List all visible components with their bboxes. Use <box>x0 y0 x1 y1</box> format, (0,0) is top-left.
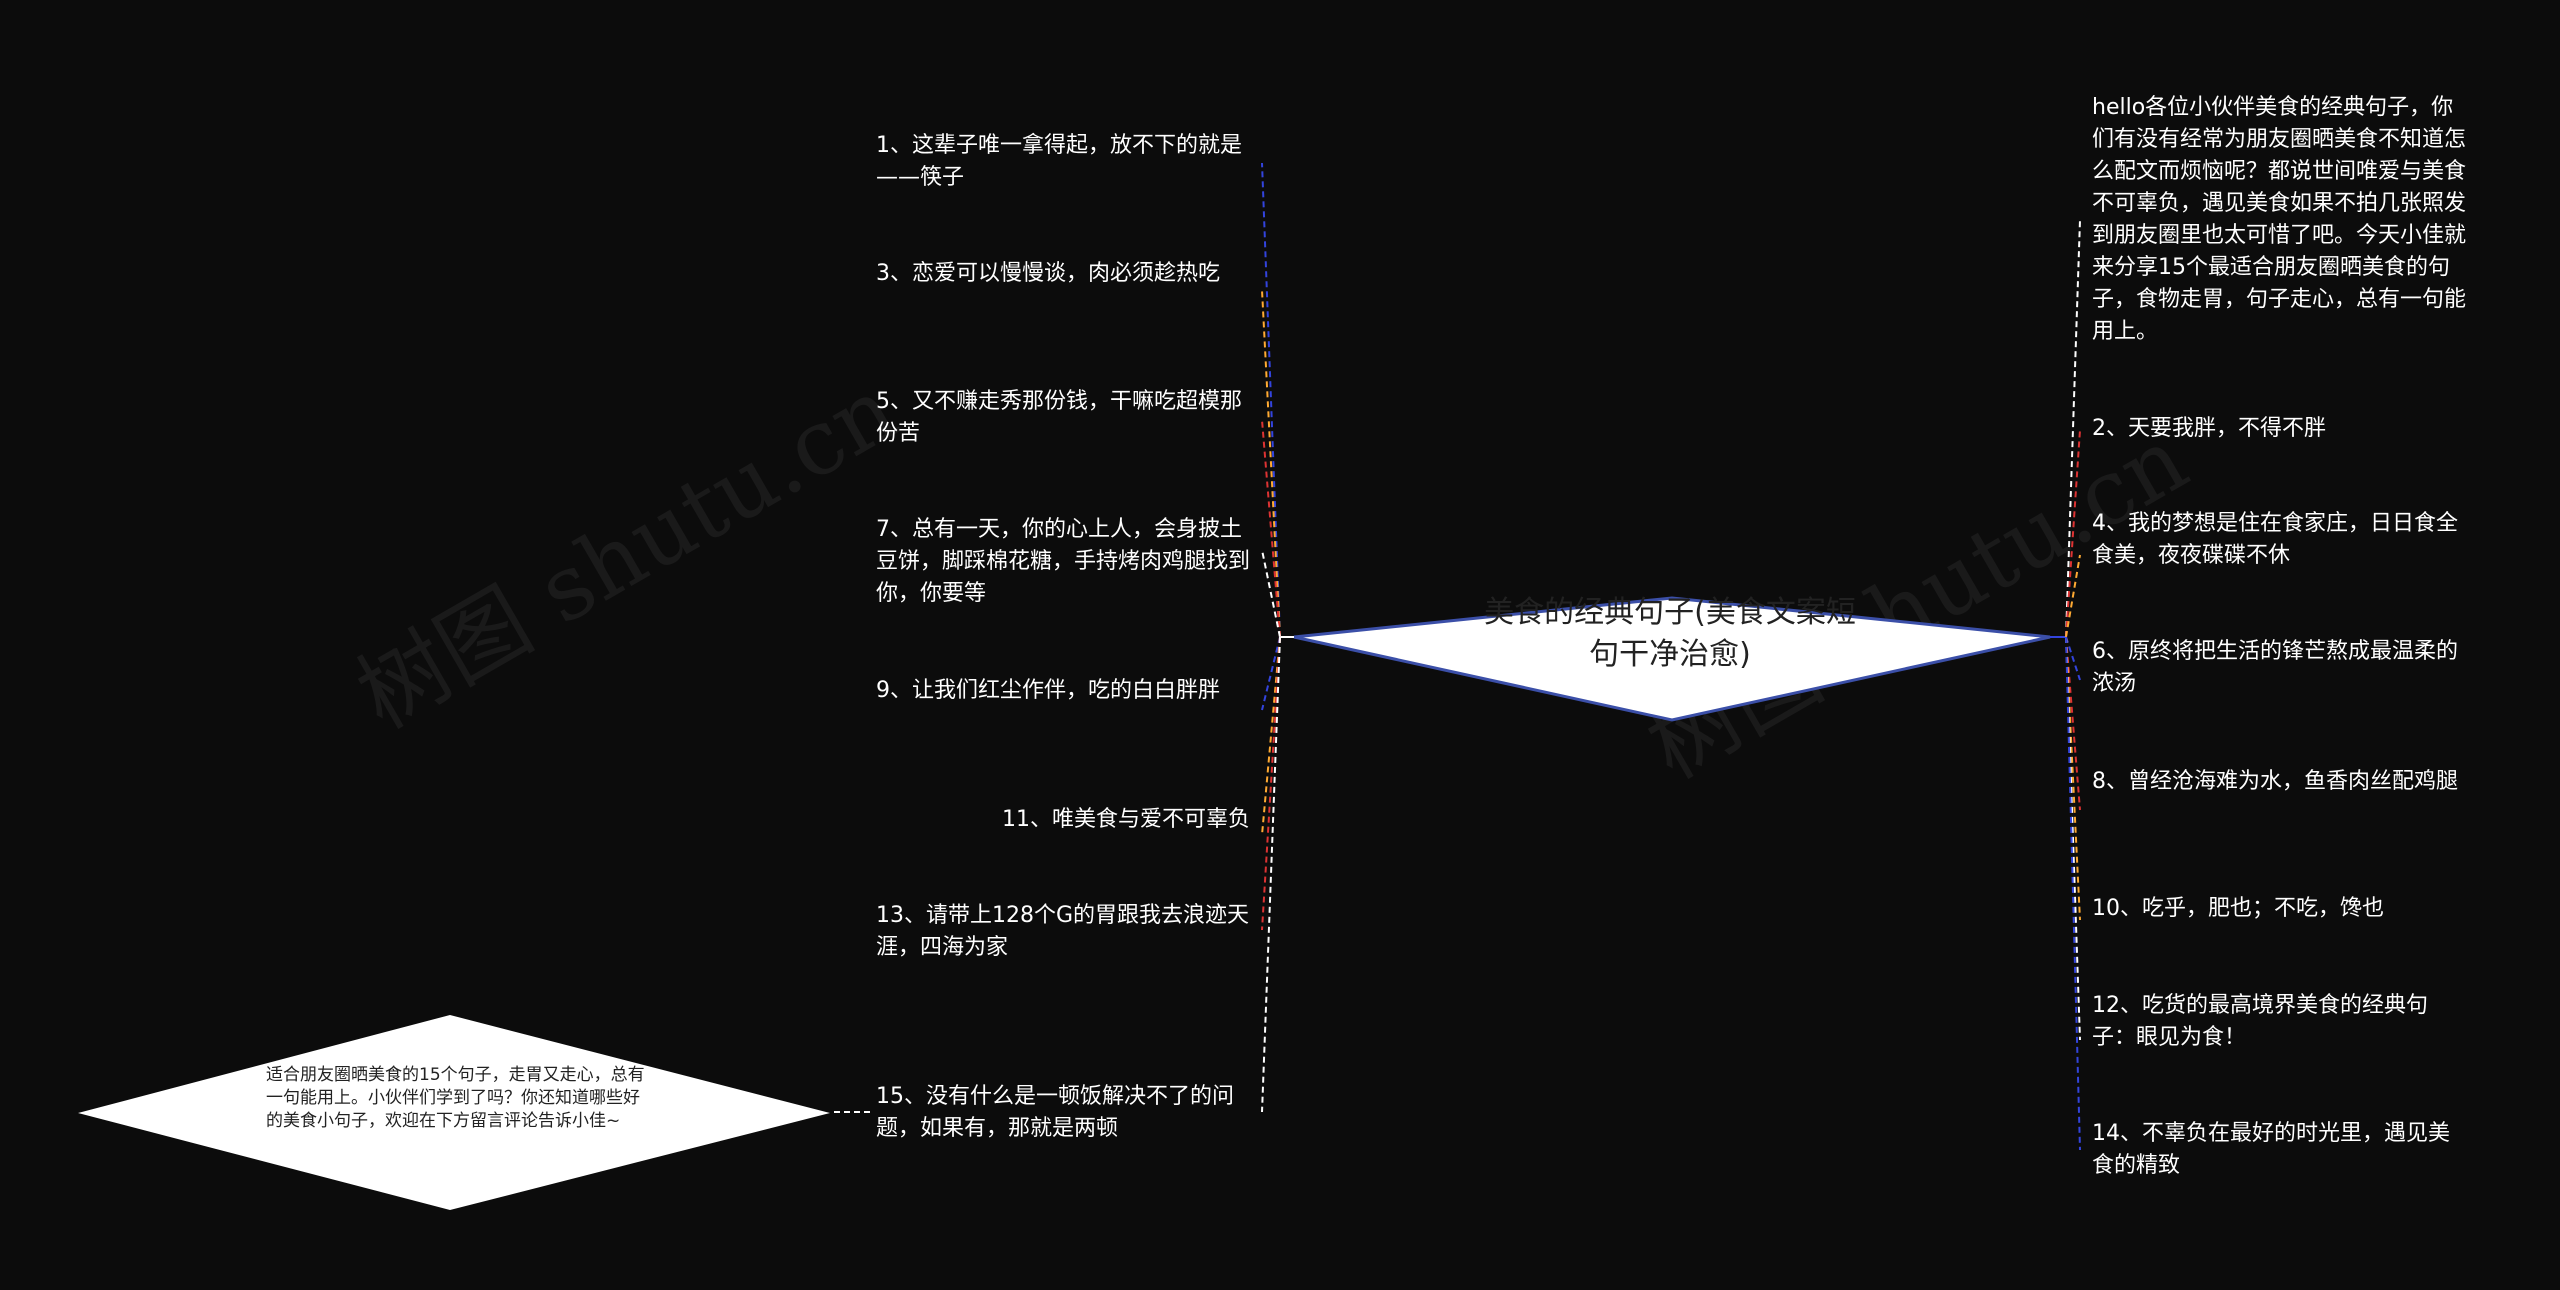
link-right-8 <box>2065 636 2081 811</box>
intro-node[interactable]: hello各位小伙伴美食的经典句子，你们有没有经常为朋友圈晒美食不知道怎么配文而… <box>2092 95 2467 344</box>
right-item-4[interactable]: 4、我的梦想是住在食家庄，日日食全食美，夜夜碟碟不休 <box>2092 511 2458 568</box>
link-left-9 <box>1261 636 1281 711</box>
left-item-5[interactable]: 5、又不赚走秀那份钱，干嘛吃超模那份苦 <box>876 389 1242 446</box>
link-right-14 <box>2065 636 2081 1151</box>
root-node-label[interactable]: 美食的经典句子(美食文案短句干净治愈) <box>1484 595 1856 672</box>
link-right-10 <box>2065 636 2081 921</box>
left-item-9[interactable]: 9、让我们红尘作伴，吃的白白胖胖 <box>876 678 1220 703</box>
link-left-7 <box>1261 549 1281 638</box>
left-item-15[interactable]: 15、没有什么是一顿饭解决不了的问题，如果有，那就是两顿 <box>876 1084 1234 1141</box>
link-right-12 <box>2065 636 2081 1041</box>
link-left-11 <box>1261 636 1281 836</box>
link-right-2 <box>2065 429 2081 638</box>
right-item-12[interactable]: 12、吃货的最高境界美食的经典句子：眼见为食！ <box>2092 993 2428 1050</box>
link-left-13 <box>1261 636 1281 931</box>
right-item-10[interactable]: 10、吃乎，肥也；不吃，馋也 <box>2092 896 2384 921</box>
link-left-15 <box>1261 636 1281 1113</box>
summary-node-shape <box>78 1015 830 1210</box>
link-right-6 <box>2065 636 2081 681</box>
link-right-intro <box>2065 219 2081 638</box>
left-item-11[interactable]: 11、唯美食与爱不可辜负 <box>1002 807 1250 832</box>
link-left-1 <box>1261 162 1281 638</box>
right-item-2[interactable]: 2、天要我胖，不得不胖 <box>2092 416 2326 441</box>
link-left-5 <box>1261 419 1281 638</box>
link-left-3 <box>1261 289 1281 638</box>
right-item-8[interactable]: 8、曾经沧海难为水，鱼香肉丝配鸡腿 <box>2092 769 2458 794</box>
right-item-6[interactable]: 6、原终将把生活的锋芒熬成最温柔的浓汤 <box>2092 639 2458 696</box>
link-right-4 <box>2065 554 2081 638</box>
left-item-1[interactable]: 1、这辈子唯一拿得起，放不下的就是——筷子 <box>876 133 1242 190</box>
right-item-14[interactable]: 14、不辜负在最好的时光里，遇见美食的精致 <box>2092 1121 2450 1178</box>
summary-node-label[interactable]: 适合朋友圈晒美食的15个句子，走胃又走心，总有一句能用上。小伙伴们学到了吗？你还… <box>266 1065 645 1131</box>
left-item-3[interactable]: 3、恋爱可以慢慢谈，肉必须趁热吃 <box>876 261 1220 286</box>
left-item-7[interactable]: 7、总有一天，你的心上人，会身披土豆饼，脚踩棉花糖，手持烤肉鸡腿找到你，你要等 <box>876 517 1251 606</box>
left-item-13[interactable]: 13、请带上128个G的胃跟我去浪迹天涯，四海为家 <box>876 903 1250 960</box>
